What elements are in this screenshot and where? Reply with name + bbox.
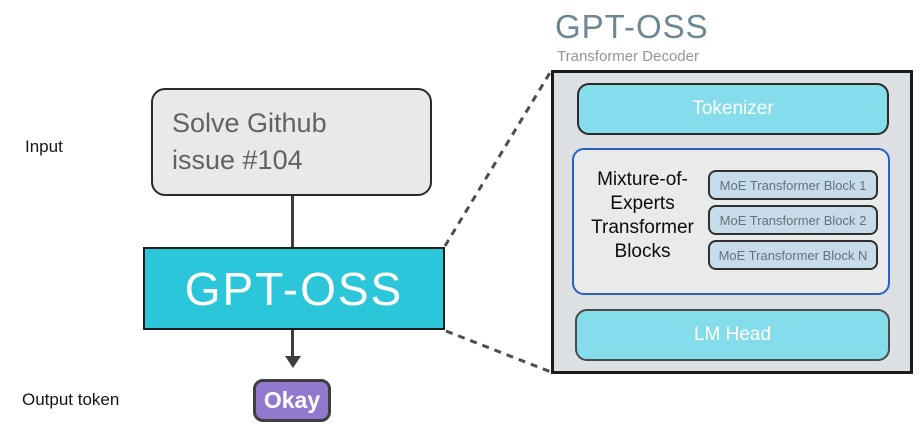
- prompt-box: Solve Github issue #104: [151, 88, 432, 196]
- moe-transformer-block-1: MoE Transformer Block 1: [708, 170, 878, 200]
- prompt-to-model-connector: [291, 196, 294, 247]
- output-token-label: Output token: [22, 390, 120, 409]
- prompt-line-1: Solve Github: [172, 108, 327, 138]
- input-label: Input: [25, 137, 63, 156]
- arrow-down-icon: [285, 356, 301, 368]
- moe-label-line-1: Mixture-of-: [597, 169, 688, 190]
- detail-panel-subtitle: Transformer Decoder: [557, 48, 699, 65]
- moe-label-line-3: Transformer: [591, 217, 694, 238]
- tokenizer-box: Tokenizer: [577, 83, 889, 135]
- moe-label-line-4: Blocks: [614, 241, 671, 262]
- model-to-token-arrow-shaft: [291, 330, 294, 356]
- dashed-line-top: [443, 70, 553, 247]
- output-token-box: Okay: [253, 379, 331, 422]
- moe-group-label: Mixture-of- Experts Transformer Blocks: [585, 168, 700, 264]
- detail-panel-title: GPT-OSS: [555, 8, 709, 45]
- moe-block-stack: MoE Transformer Block 1 MoE Transformer …: [708, 170, 878, 270]
- dashed-line-bottom: [445, 329, 552, 374]
- moe-label-line-2: Experts: [610, 193, 675, 214]
- lm-head-box: LM Head: [575, 309, 890, 361]
- prompt-line-2: issue #104: [172, 145, 303, 175]
- moe-transformer-block-n: MoE Transformer Block N: [708, 240, 878, 270]
- moe-transformer-block-2: MoE Transformer Block 2: [708, 205, 878, 235]
- model-box: GPT-OSS: [143, 247, 445, 330]
